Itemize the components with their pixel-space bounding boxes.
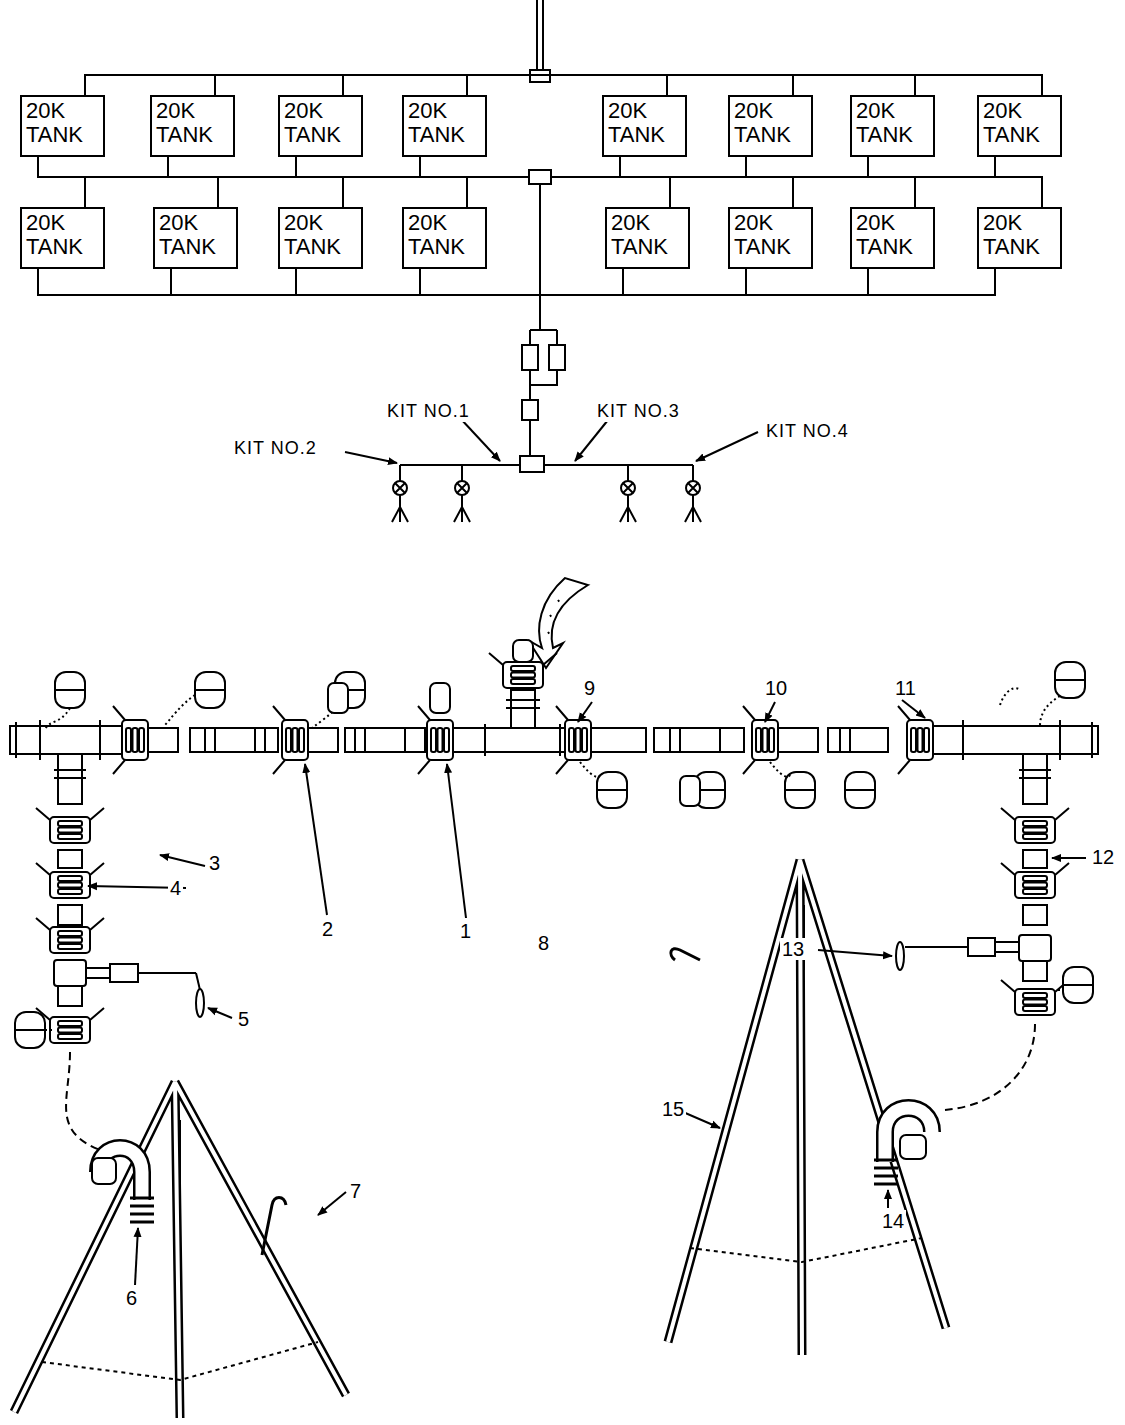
tank-label: 20K TANK bbox=[734, 211, 807, 259]
callout-number: 7 bbox=[348, 1180, 363, 1202]
callout-number: 6 bbox=[124, 1287, 139, 1309]
callout-number: 13 bbox=[780, 938, 806, 960]
tripod-stand bbox=[14, 860, 946, 1418]
callout-number: 10 bbox=[763, 677, 789, 699]
tank-label: 20K TANK bbox=[856, 99, 929, 147]
tank-box: 20K TANK bbox=[850, 95, 935, 157]
hose-kit-illustration bbox=[10, 640, 1098, 1150]
tank-box: 20K TANK bbox=[278, 207, 363, 269]
tank-label: 20K TANK bbox=[156, 99, 229, 147]
tank-label: 20K TANK bbox=[26, 211, 99, 259]
callout-number: 15 bbox=[660, 1098, 686, 1120]
callout-number: 4 bbox=[168, 877, 183, 899]
tank-box: 20K TANK bbox=[728, 95, 813, 157]
tank-label: 20K TANK bbox=[983, 211, 1056, 259]
tank-label: 20K TANK bbox=[734, 99, 807, 147]
leader-arrows bbox=[88, 700, 1086, 1285]
tank-box: 20K TANK bbox=[153, 207, 238, 269]
piping-schematic bbox=[38, 0, 1042, 668]
callout-number: 14 bbox=[880, 1210, 906, 1232]
tank-label: 20K TANK bbox=[284, 99, 357, 147]
tank-label: 20K TANK bbox=[159, 211, 232, 259]
callout-number: 8 bbox=[536, 932, 551, 954]
tank-box: 20K TANK bbox=[977, 207, 1062, 269]
callout-number: 9 bbox=[582, 677, 597, 699]
tank-box: 20K TANK bbox=[20, 95, 105, 157]
callout-number: 12 bbox=[1090, 846, 1116, 868]
kit-label: KIT NO.1 bbox=[385, 400, 472, 422]
callout-number: 3 bbox=[207, 852, 222, 874]
tank-label: 20K TANK bbox=[408, 211, 481, 259]
callout-number: 2 bbox=[320, 918, 335, 940]
tank-box: 20K TANK bbox=[602, 95, 687, 157]
kit-label: KIT NO.3 bbox=[595, 400, 682, 422]
tank-label: 20K TANK bbox=[408, 99, 481, 147]
tank-label: 20K TANK bbox=[26, 99, 99, 147]
callout-number: 11 bbox=[893, 677, 918, 699]
kit-label: KIT NO.2 bbox=[232, 437, 319, 459]
kit-label: KIT NO.4 bbox=[764, 420, 851, 442]
tank-label: 20K TANK bbox=[856, 211, 929, 259]
tank-box: 20K TANK bbox=[850, 207, 935, 269]
tank-box: 20K TANK bbox=[605, 207, 690, 269]
tank-label: 20K TANK bbox=[608, 99, 681, 147]
tank-box: 20K TANK bbox=[150, 95, 235, 157]
tank-label: 20K TANK bbox=[983, 99, 1056, 147]
tank-label: 20K TANK bbox=[611, 211, 684, 259]
nozzle bbox=[92, 1108, 932, 1222]
tank-box: 20K TANK bbox=[977, 95, 1062, 157]
callout-number: 1 bbox=[458, 920, 473, 942]
callout-number: 5 bbox=[236, 1008, 251, 1030]
tank-box: 20K TANK bbox=[402, 207, 487, 269]
tank-label: 20K TANK bbox=[284, 211, 357, 259]
tank-box: 20K TANK bbox=[20, 207, 105, 269]
tank-box: 20K TANK bbox=[402, 95, 487, 157]
tank-box: 20K TANK bbox=[278, 95, 363, 157]
tank-box: 20K TANK bbox=[728, 207, 813, 269]
